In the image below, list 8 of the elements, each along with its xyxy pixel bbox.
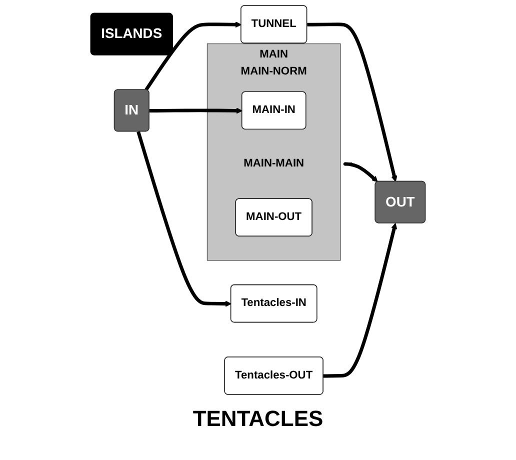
diagram-label: TENTACLES [192,406,324,432]
arrow [149,108,242,114]
arrow [144,22,242,91]
arrow [323,222,398,378]
arrow [136,131,232,307]
arrow [307,22,398,182]
arrow [344,162,378,182]
node-text: MAIN-MAIN [244,158,304,170]
